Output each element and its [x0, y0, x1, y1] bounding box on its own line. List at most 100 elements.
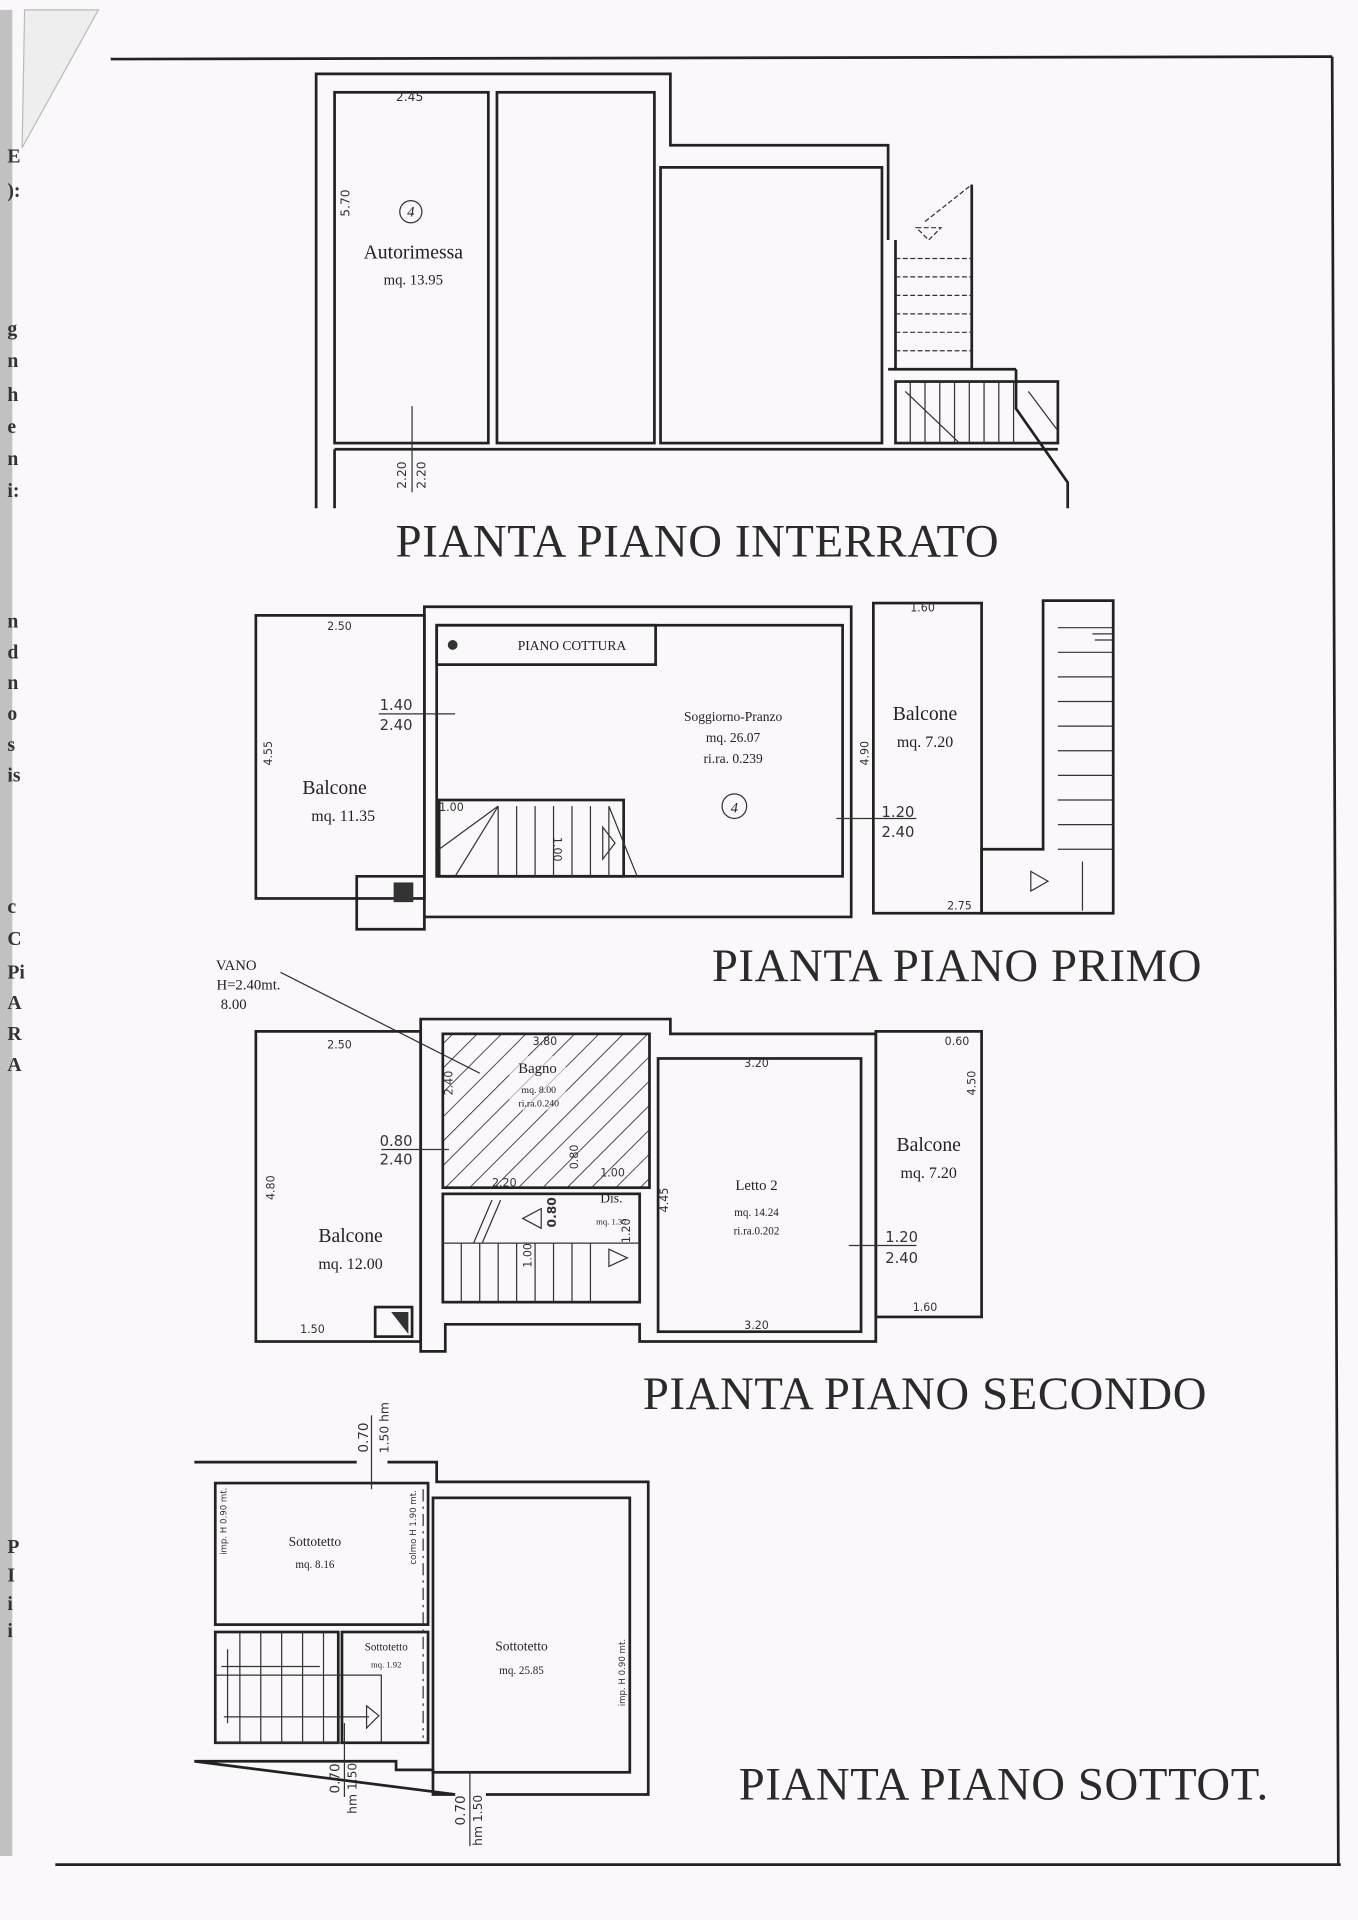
margin-fragment: n — [7, 672, 18, 694]
margin-fragment: I — [7, 1565, 15, 1587]
dis-area: mq. 1.37 — [596, 1217, 627, 1227]
bagno-dim-inner: 0.80 — [568, 1145, 581, 1170]
imp-left-label: imp. H 0.90 mt. — [219, 1488, 229, 1555]
vano-label: VANO — [216, 958, 257, 974]
balcony-left-dim-side: 4.80 — [264, 1175, 277, 1200]
staircase — [437, 798, 638, 878]
soggiorno-area: mq. 26.07 — [706, 730, 761, 745]
balcony-right-dim-top: 1.60 — [910, 602, 935, 615]
balcony-left-dim-side: 4.55 — [262, 741, 275, 766]
window-right-dim-1: 1.20 — [885, 1229, 918, 1246]
piano-cottura-box — [435, 623, 657, 666]
margin-fragment: g — [7, 318, 17, 340]
margin-fragment: n — [7, 448, 18, 470]
hob-icon — [447, 640, 458, 650]
room3-name: Sottotetto — [495, 1638, 548, 1653]
room-sottotetto-1 — [213, 1481, 430, 1626]
stair-steps — [442, 1199, 640, 1303]
window-left-dim-1: 0.80 — [380, 1133, 413, 1150]
dis-name: Dis. — [600, 1190, 622, 1205]
vent-icon — [393, 882, 414, 903]
unit-number: 4 — [407, 205, 415, 221]
balcony-right-name: Balcone — [896, 1134, 961, 1156]
margin-fragment: Pi — [7, 961, 25, 983]
colmo-label: colmo H 1.90 mt. — [409, 1490, 419, 1564]
bagno-area: mq. 8.00 — [521, 1085, 556, 1096]
label-bg — [509, 1056, 566, 1111]
margin-fragment: o — [7, 703, 17, 725]
balcony-right-dim-top: 0.60 — [945, 1035, 970, 1048]
vent-fill — [391, 1312, 409, 1335]
staircase-lower — [894, 380, 1060, 445]
balcony-right-dim-bottom: 2.75 — [947, 900, 972, 913]
margin-fragment: h — [7, 384, 18, 406]
dis-dim-side: 1.20 — [620, 1218, 633, 1243]
vano-height: H=2.40mt. — [216, 978, 280, 994]
balcony-right-dim-bottom: 1.60 — [913, 1301, 938, 1314]
window-top-dim-1: 0.70 — [356, 1422, 372, 1452]
margin-fragment: A — [7, 992, 22, 1014]
room-garage-2 — [495, 90, 656, 445]
staircase — [213, 1630, 340, 1745]
plan-sottotetto: Sottotetto mq. 8.16 Sottotetto mq. 1.92 … — [194, 1402, 1269, 1847]
window-top-dim-2: 1.50 hm — [378, 1402, 392, 1453]
plan-title: PIANTA PIANO SOTTOT. — [739, 1758, 1269, 1810]
imp-right-label: imp. H 0.90 mt. — [618, 1639, 628, 1706]
balcony-right-dim-side: 4.50 — [965, 1071, 978, 1096]
margin-fragment: is — [7, 765, 20, 787]
window-right-dim-2: 2.40 — [885, 1250, 918, 1267]
dis-dim-top: 1.00 — [600, 1167, 625, 1180]
room-area: mq. 13.95 — [384, 272, 443, 288]
bagno-dim-side: 2.40 — [443, 1071, 456, 1096]
margin-fragment: n — [7, 350, 18, 372]
dim-top: 2.45 — [396, 90, 423, 104]
balcony-right-area: mq. 7.20 — [897, 734, 953, 751]
margin-fragment: s — [7, 734, 15, 756]
staircase-upper — [894, 184, 974, 370]
plan-title: PIANTA PIANO INTERRATO — [396, 515, 1000, 567]
balcony-left — [254, 614, 426, 900]
balcony-right-area: mq. 7.20 — [901, 1165, 957, 1182]
door-dim-1: 2.20 — [395, 461, 409, 488]
window-bl-dim-2: hm 1.50 — [346, 1763, 360, 1814]
letto-dim-top: 3.20 — [744, 1057, 769, 1070]
unit-circle — [721, 793, 748, 820]
soggiorno-name: Soggiorno-Pranzo — [684, 709, 783, 724]
garage-doors — [333, 447, 1058, 509]
unit-circle — [399, 200, 423, 224]
soggiorno-rira: ri.ra. 0.239 — [703, 751, 763, 766]
stair-dim-2: 1.00 — [521, 1243, 534, 1268]
margin-fragment: C — [7, 928, 21, 950]
room-garage-3 — [659, 166, 884, 445]
margin-fragment: E — [7, 145, 20, 167]
window-left-dim-2: 2.40 — [380, 717, 413, 734]
room-sottotetto-2 — [340, 1630, 430, 1745]
balcony-left-dim-top: 2.50 — [327, 620, 352, 633]
outer-wall — [194, 1460, 650, 1796]
window-left-dim-2: 2.40 — [380, 1151, 413, 1168]
door-dim-2: 2.20 — [415, 461, 429, 488]
bagno-dim-top: 3.80 — [533, 1035, 558, 1048]
margin-fragment: i — [7, 1593, 13, 1615]
window-right-dim-1: 1.20 — [882, 804, 915, 821]
window-bl-dim-1: 0.70 — [328, 1763, 344, 1793]
piano-cottura-label: PIANO COTTURA — [518, 638, 627, 653]
room-autorimessa — [333, 90, 490, 445]
bagno-name: Bagno — [518, 1061, 557, 1077]
frame-right — [1330, 56, 1340, 1865]
letto-dim-side: 4.45 — [658, 1188, 671, 1213]
letto-rira: ri.ra.0.202 — [734, 1225, 780, 1237]
vano-value: 8.00 — [221, 997, 247, 1013]
margin-fragment: n — [7, 611, 18, 633]
room3-area: mq. 25.85 — [499, 1665, 544, 1677]
dim-side: 5.70 — [338, 189, 352, 216]
margin-fragment: e — [7, 416, 16, 438]
margin-fragment: R — [7, 1023, 22, 1045]
stair-dim-1: 1.00 — [439, 801, 464, 814]
external-staircase — [980, 599, 1115, 915]
room2-name: Sottotetto — [365, 1641, 408, 1653]
page-fold — [21, 9, 100, 148]
vent-icon — [373, 1305, 414, 1338]
